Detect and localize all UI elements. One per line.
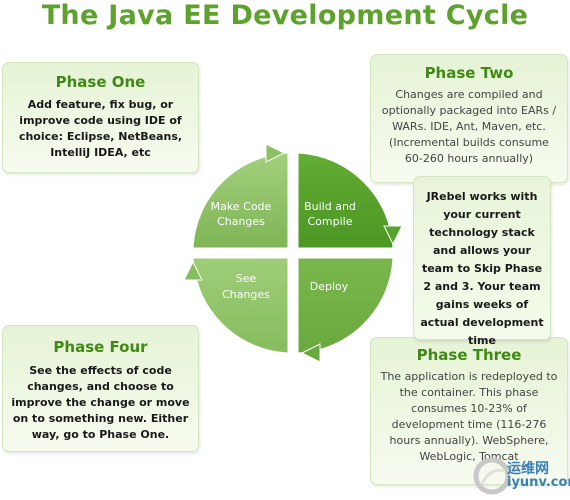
phase-four-text: See the effects of code changes, and cho…: [11, 364, 190, 441]
quadrant-label-compile: Compile: [308, 215, 353, 228]
phase-three-text: The application is redeployed to the con…: [380, 370, 558, 463]
phase-one-text: Add feature, fix bug, or improve code us…: [18, 98, 183, 159]
arrow-head-icon: [183, 260, 203, 281]
arrow-head-icon: [300, 343, 321, 363]
watermark-text: 运维网: [507, 461, 549, 477]
watermark-logo-icon: [473, 457, 511, 495]
quadrant-label-see-changes: Changes: [222, 288, 270, 301]
quadrant-label-see: See: [236, 272, 257, 285]
phase-two-heading: Phase Two: [424, 64, 514, 82]
jrebel-callout-box: JRebel works with your current technolog…: [413, 176, 551, 347]
quadrant-deploy: [297, 257, 394, 354]
phase-four-heading: Phase Four: [53, 338, 148, 356]
jrebel-text: JRebel works with your current technolog…: [420, 190, 544, 347]
phase-four-box: Phase Four See the effects of code chang…: [2, 325, 199, 452]
arrow-head-icon: [383, 225, 403, 246]
watermark-url: iyunv.com: [507, 475, 570, 490]
quadrant-label-changes: Changes: [217, 215, 265, 228]
cycle-diagram: Make Code Changes Build and Compile Depl…: [183, 143, 403, 363]
quadrant-label-deploy: Deploy: [310, 280, 349, 293]
quadrant-label-make-code: Make Code: [211, 200, 272, 213]
phase-one-heading: Phase One: [55, 73, 146, 91]
page-title: The Java EE Development Cycle: [41, 0, 529, 31]
arrow-head-icon: [265, 143, 286, 163]
quadrant-label-build-and: Build and: [304, 200, 356, 213]
phase-three-heading: Phase Three: [416, 346, 522, 364]
phase-two-box: Phase Two Changes are compiled and optio…: [370, 54, 568, 183]
phase-one-box: Phase One Add feature, fix bug, or impro…: [2, 62, 199, 173]
phase-two-text: Changes are compiled and optionally pack…: [381, 88, 557, 165]
